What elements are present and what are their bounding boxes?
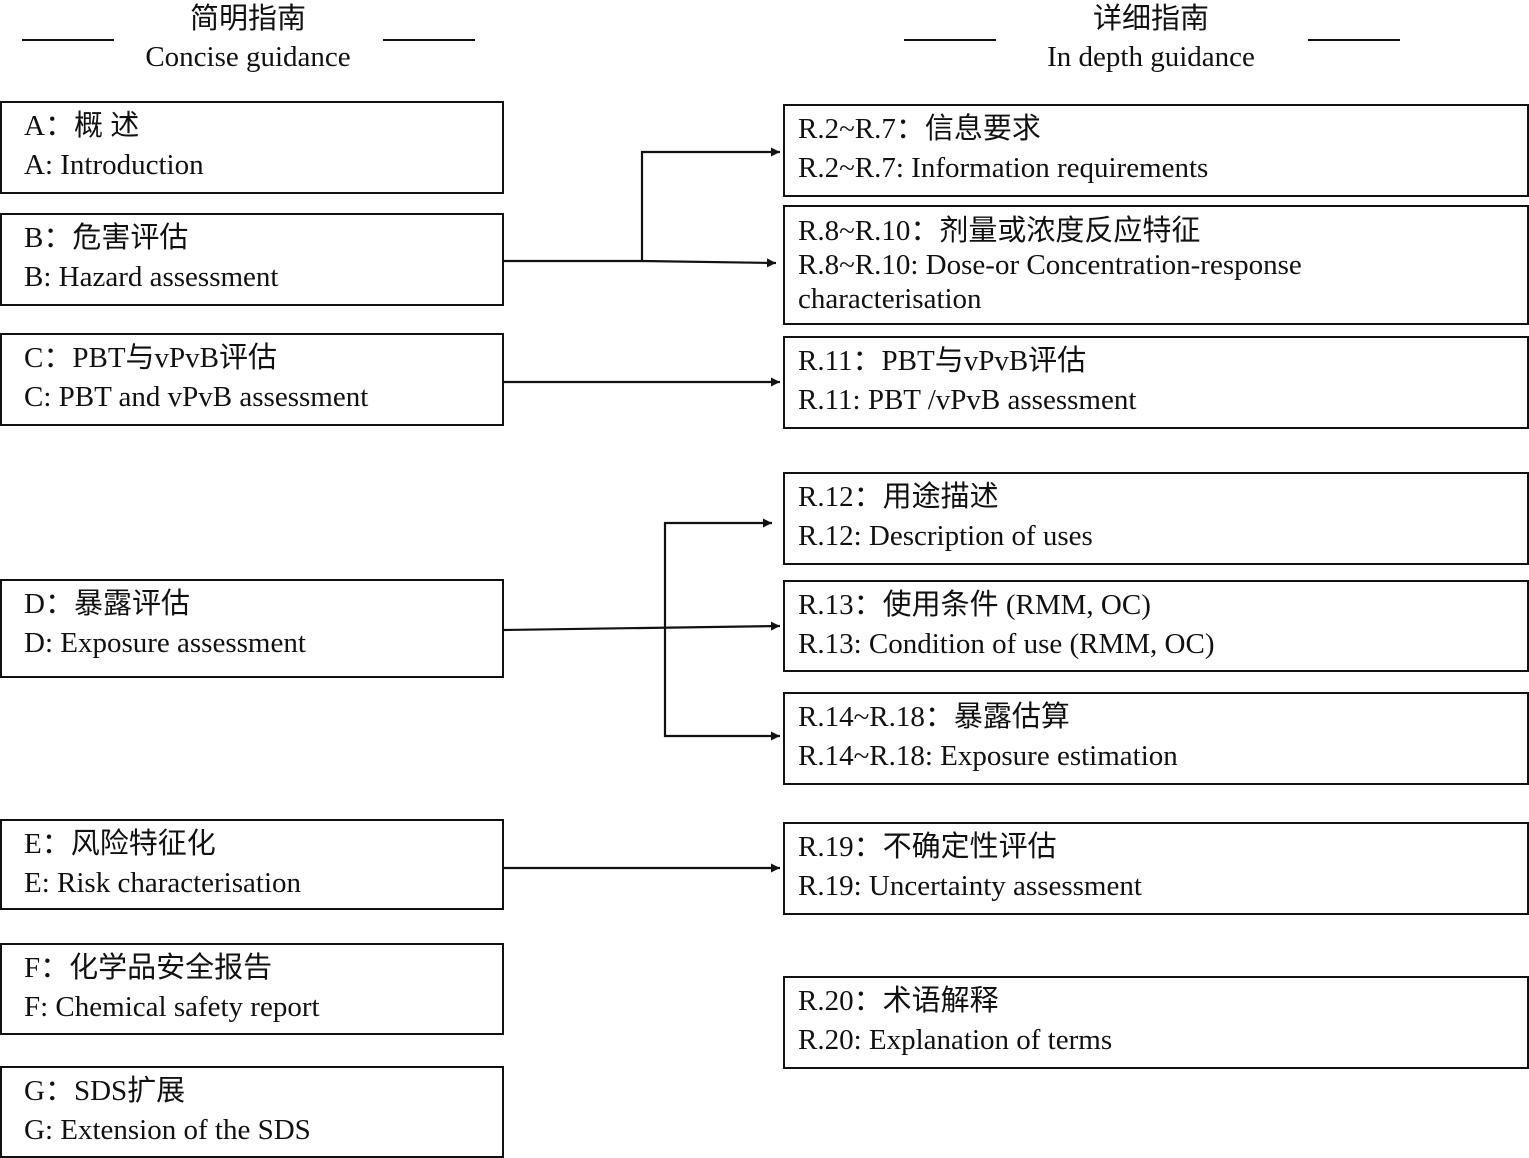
in-depth-guidance-header: 详细指南 In depth guidance — [1000, 0, 1302, 76]
detail-r20-zh: R.20：术语解释 — [798, 985, 999, 1017]
detail-box-r2-r7: R.2~R.7：信息要求 R.2~R.7: Information requir… — [783, 104, 1529, 197]
detail-box-r11: R.11：PBT与vPvB评估 R.11: PBT /vPvB assessme… — [783, 336, 1529, 429]
detail-r12-en: R.12: Description of uses — [798, 520, 1093, 552]
in-depth-header-en: In depth guidance — [1047, 41, 1255, 73]
detail-box-r12: R.12：用途描述 R.12: Description of uses — [783, 472, 1529, 565]
in-depth-header-zh: 详细指南 — [1092, 3, 1209, 35]
detail-r8-r10-en: R.8~R.10: Dose-or Concentration-response — [798, 249, 1302, 281]
concise-header-en: Concise guidance — [145, 41, 351, 73]
concise-box-g: G：SDS扩展 G: Extension of the SDS — [0, 1066, 504, 1158]
concise-g-en: G: Extension of the SDS — [24, 1114, 311, 1146]
connector-b-to-r2-r7 — [504, 147, 780, 263]
connector-d-to-r12 — [663, 518, 772, 630]
detail-box-r14-r18: R.14~R.18：暴露估算 R.14~R.18: Exposure estim… — [783, 692, 1529, 785]
concise-box-d: D：暴露评估 D: Exposure assessment — [0, 579, 504, 678]
concise-a-en: A: Introduction — [24, 149, 204, 181]
concise-c-en: C: PBT and vPvB assessment — [24, 381, 369, 413]
concise-a-zh: A：概 述 — [24, 110, 140, 142]
detail-r14-r18-en: R.14~R.18: Exposure estimation — [798, 740, 1178, 772]
concise-f-en: F: Chemical safety report — [24, 991, 320, 1023]
connector-d-to-r13 — [503, 621, 781, 632]
detail-r11-zh: R.11：PBT与vPvB评估 — [798, 345, 1087, 377]
concise-header-zh: 简明指南 — [189, 3, 306, 35]
concise-box-f: F：化学品安全报告 F: Chemical safety report — [0, 943, 504, 1035]
detail-r14-r18-zh: R.14~R.18：暴露估算 — [798, 701, 1070, 733]
detail-box-r19: R.19：不确定性评估 R.19: Uncertainty assessment — [783, 822, 1529, 915]
concise-c-zh: C：PBT与vPvB评估 — [24, 342, 277, 374]
concise-box-c: C：PBT与vPvB评估 C: PBT and vPvB assessment — [0, 333, 504, 426]
detail-r13-zh: R.13：使用条件 (RMM, OC) — [798, 589, 1151, 621]
concise-b-zh: B：危害评估 — [24, 222, 189, 254]
concise-e-zh: E：风险特征化 — [24, 828, 216, 860]
detail-r8-r10-en-cont: characterisation — [798, 283, 982, 315]
detail-r12-zh: R.12：用途描述 — [798, 481, 999, 513]
concise-box-e: E：风险特征化 E: Risk characterisation — [0, 819, 504, 910]
detail-r19-zh: R.19：不确定性评估 — [798, 831, 1057, 863]
concise-guidance-header: 简明指南 Concise guidance — [100, 0, 396, 76]
concise-box-a: A：概 述 A: Introduction — [0, 101, 504, 194]
concise-e-en: E: Risk characterisation — [24, 867, 302, 899]
detail-r13-en: R.13: Condition of use (RMM, OC) — [798, 628, 1215, 660]
detail-r2-r7-en: R.2~R.7: Information requirements — [798, 152, 1209, 184]
concise-b-en: B: Hazard assessment — [24, 261, 279, 293]
in-depth-header-rule-left — [904, 39, 996, 41]
detail-r20-en: R.20: Explanation of terms — [798, 1024, 1113, 1056]
concise-box-b: B：危害评估 B: Hazard assessment — [0, 213, 504, 306]
detail-box-r8-r10: R.8~R.10：剂量或浓度反应特征 R.8~R.10: Dose-or Con… — [783, 205, 1529, 325]
detail-r19-en: R.19: Uncertainty assessment — [798, 870, 1142, 902]
detail-box-r20: R.20：术语解释 R.20: Explanation of terms — [783, 976, 1529, 1069]
detail-r2-r7-zh: R.2~R.7：信息要求 — [798, 113, 1041, 145]
connector-d-to-r14-r18 — [663, 630, 780, 741]
concise-d-en: D: Exposure assessment — [24, 627, 306, 659]
concise-f-zh: F：化学品安全报告 — [24, 952, 273, 984]
detail-r8-r10-zh: R.8~R.10：剂量或浓度反应特征 — [798, 215, 1201, 247]
detail-box-r13: R.13：使用条件 (RMM, OC) R.13: Condition of u… — [783, 580, 1529, 672]
concise-header-rule-right — [383, 39, 475, 41]
concise-g-zh: G：SDS扩展 — [24, 1075, 186, 1107]
detail-r11-en: R.11: PBT /vPvB assessment — [798, 384, 1137, 416]
concise-d-zh: D：暴露评估 — [24, 588, 190, 620]
concise-header-rule-left — [22, 39, 114, 41]
connector-b-to-r8-r10 — [641, 258, 777, 268]
in-depth-header-rule-right — [1308, 39, 1400, 41]
